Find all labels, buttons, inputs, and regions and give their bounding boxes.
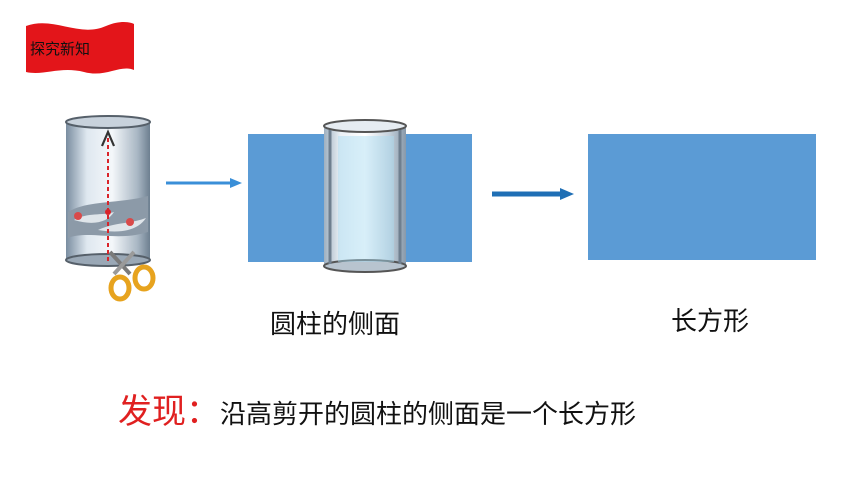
can-illustration (65, 115, 156, 302)
finding-sentence: 发现：沿高剪开的圆柱的侧面是一个长方形 (118, 384, 636, 433)
rectangle-shape (588, 134, 816, 260)
section-badge-label: 探究新知 (30, 40, 91, 58)
flag-badge-icon (26, 22, 134, 74)
rectangle-label: 长方形 (670, 307, 749, 337)
finding-text: 沿高剪开的圆柱的侧面是一个长方形 (220, 400, 637, 430)
unrolled-lateral-surface-illustration (248, 119, 472, 273)
arrow-right-icon (166, 178, 242, 188)
finding-label: 发现： (118, 392, 220, 432)
lateral-surface-label: 圆柱的侧面 (270, 310, 401, 340)
arrow-right-icon (492, 188, 574, 200)
